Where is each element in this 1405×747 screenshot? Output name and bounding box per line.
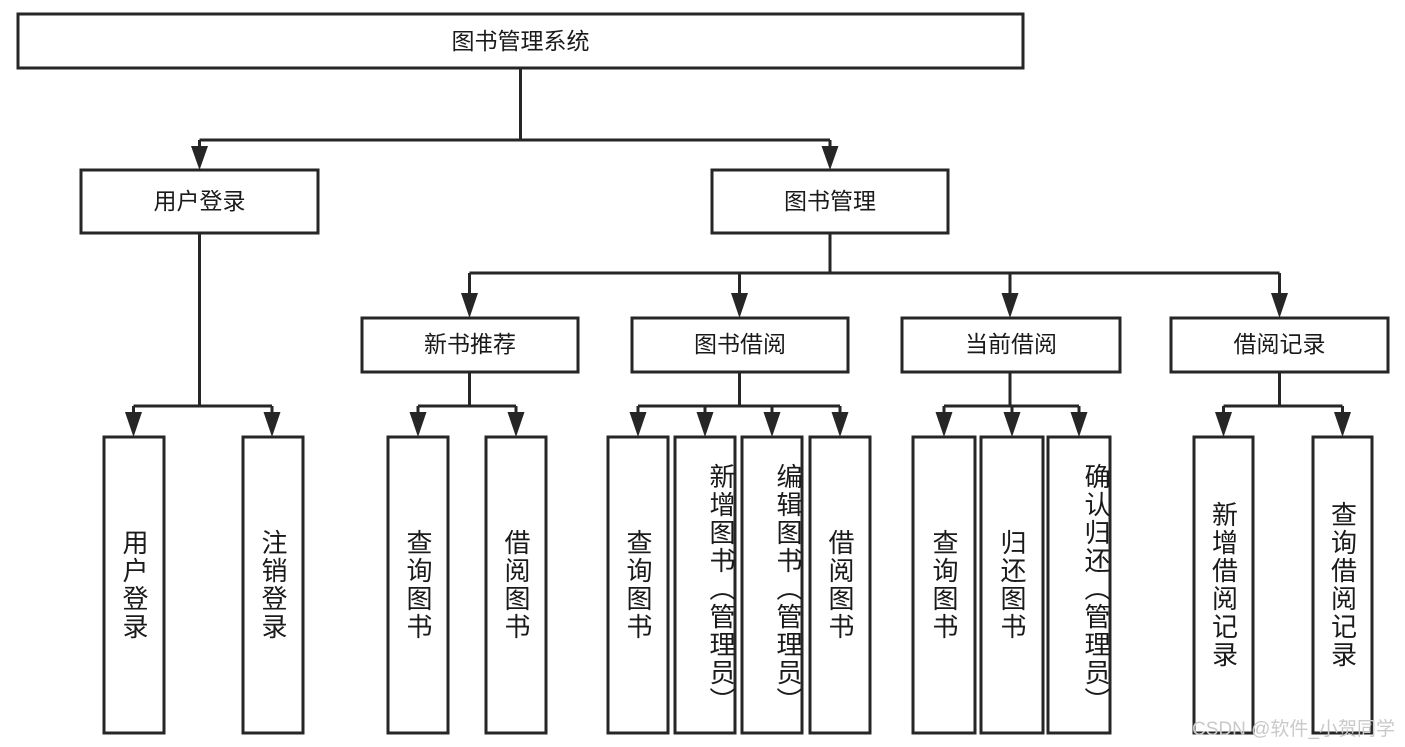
leaf-label-query-book-3: 查询图书 bbox=[929, 529, 960, 641]
leaf-label-add-book: 新增图书（管理员） bbox=[706, 463, 736, 715]
leaf-label-edit-book: 编辑图书（管理员） bbox=[773, 463, 803, 715]
node-user-login[interactable]: 用户登录 bbox=[79, 168, 320, 235]
node-rect-leaf-confirm-return[interactable] bbox=[1046, 435, 1112, 735]
arrow-head-leaf-query-book-1 bbox=[409, 412, 427, 437]
node-current-borrow[interactable]: 当前借阅 bbox=[900, 316, 1122, 374]
leaf-label-confirm-return: 确认归还（管理员） bbox=[1081, 463, 1111, 715]
connector-group-current-borrow bbox=[935, 372, 1088, 437]
arrow-head-new-books bbox=[461, 293, 478, 318]
connector-group-borrow-records bbox=[1215, 372, 1351, 437]
node-label-borrow-records: 借阅记录 bbox=[1234, 331, 1326, 357]
arrow-head-book-borrow bbox=[731, 293, 748, 318]
arrow-head-leaf-borrow-book-1 bbox=[507, 412, 525, 437]
node-rect-leaf-add-book[interactable] bbox=[673, 435, 737, 735]
node-label-book-borrow: 图书借阅 bbox=[694, 331, 786, 357]
node-rect-leaf-add-record[interactable] bbox=[1192, 435, 1255, 735]
arrow-head-leaf-query-record bbox=[1334, 412, 1351, 437]
node-rect-book-management bbox=[710, 168, 950, 235]
connector-group-user-login bbox=[125, 233, 281, 437]
node-book-management[interactable]: 图书管理 bbox=[710, 168, 950, 235]
leaf-label-query-book-2: 查询图书 bbox=[623, 529, 654, 641]
arrow-head-current-borrow bbox=[1001, 293, 1019, 318]
node-new-book-recommend[interactable]: 新书推荐 bbox=[360, 316, 580, 374]
node-rect-leaf-borrow-book-1[interactable] bbox=[484, 435, 548, 735]
node-rect-leaf-query-book-3[interactable] bbox=[911, 435, 977, 735]
connector-group-root bbox=[191, 68, 839, 170]
node-label-current-borrow: 当前借阅 bbox=[965, 331, 1057, 357]
node-rect-leaf-return-book[interactable] bbox=[979, 435, 1045, 735]
node-rect-book-borrow bbox=[630, 316, 850, 374]
leaf-label-borrow-book-1: 借阅图书 bbox=[501, 529, 532, 641]
arrow-head-leaf-add-record bbox=[1215, 412, 1232, 437]
arrow-head-leaf-user-login bbox=[125, 412, 142, 437]
node-rect-root bbox=[16, 12, 1025, 70]
arrow-head-user-login bbox=[191, 146, 208, 170]
node-rect-leaf-edit-book[interactable] bbox=[740, 435, 804, 735]
node-rect-user-login bbox=[79, 168, 320, 235]
leaf-label-add-record: 新增借阅记录 bbox=[1208, 501, 1239, 669]
arrow-head-leaf-confirm-return bbox=[1070, 412, 1088, 437]
arrow-head-leaf-query-book-2 bbox=[629, 412, 647, 437]
node-borrow-records[interactable]: 借阅记录 bbox=[1169, 316, 1390, 374]
leaf-label-query-book-1: 查询图书 bbox=[403, 529, 434, 641]
arrow-head-borrow-records bbox=[1271, 293, 1288, 318]
node-rect-leaf-borrow-book-2[interactable] bbox=[808, 435, 872, 735]
arrow-head-leaf-return-book bbox=[1003, 412, 1021, 437]
node-label-user-login: 用户登录 bbox=[154, 188, 246, 214]
node-root-system[interactable]: 图书管理系统 bbox=[16, 12, 1025, 70]
arrow-head-leaf-add-book bbox=[696, 412, 714, 437]
node-rect-current-borrow bbox=[900, 316, 1122, 374]
node-rect-leaf-query-record[interactable] bbox=[1311, 435, 1374, 735]
arrow-head-leaf-borrow-book-2 bbox=[831, 412, 849, 437]
csdn-watermark: CSDN @软件_小贺同学 bbox=[1192, 719, 1395, 740]
leaf-label-user-login: 用户登录 bbox=[119, 529, 150, 641]
node-rect-leaf-query-book-2[interactable] bbox=[606, 435, 670, 735]
node-rect-leaf-user-login[interactable] bbox=[102, 435, 166, 735]
connector-group-book-borrow bbox=[629, 372, 849, 437]
node-rect-leaf-logout[interactable] bbox=[241, 435, 305, 735]
leaf-label-borrow-book-2: 借阅图书 bbox=[825, 529, 856, 641]
leaf-label-logout: 注销登录 bbox=[258, 529, 289, 641]
leaf-node-group bbox=[102, 435, 1374, 735]
leaf-label-query-record: 查询借阅记录 bbox=[1327, 501, 1358, 669]
node-label-new-book-recommend: 新书推荐 bbox=[424, 331, 516, 357]
connector-group-new-books bbox=[409, 372, 525, 437]
arrow-head-leaf-edit-book bbox=[763, 412, 781, 437]
node-book-borrow[interactable]: 图书借阅 bbox=[630, 316, 850, 374]
arrow-head-leaf-logout bbox=[263, 412, 281, 437]
arrow-head-book-mgmt bbox=[821, 146, 839, 170]
node-rect-leaf-query-book-1[interactable] bbox=[386, 435, 450, 735]
leaf-label-return-book: 归还图书 bbox=[997, 529, 1028, 641]
connector-group-book-mgmt bbox=[461, 233, 1288, 318]
node-label-book-management: 图书管理 bbox=[784, 188, 876, 214]
node-label-root: 图书管理系统 bbox=[452, 28, 590, 54]
node-rect-borrow-records bbox=[1169, 316, 1390, 374]
node-rect-new-book-recommend bbox=[360, 316, 580, 374]
arrow-head-leaf-query-book-3 bbox=[935, 412, 953, 437]
